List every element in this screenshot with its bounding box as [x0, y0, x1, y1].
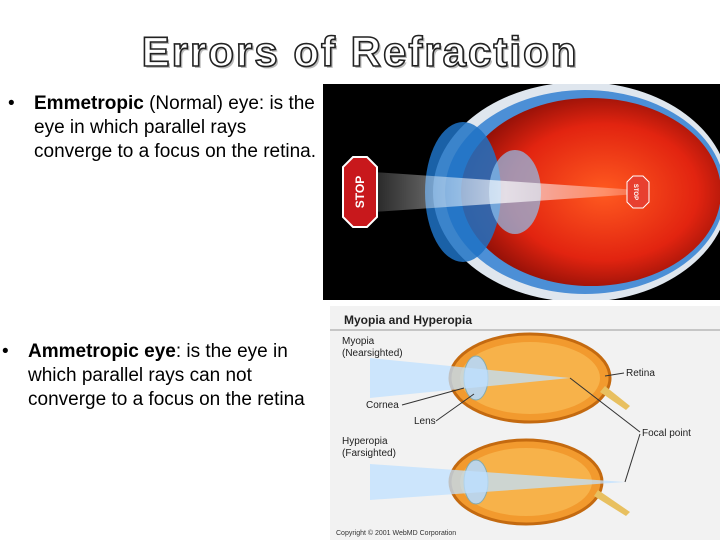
bullet-dot: •: [8, 93, 15, 114]
term-emmetropic: Emmetropic: [34, 93, 144, 114]
myopia-sublabel: (Nearsighted): [342, 348, 403, 359]
light-rays: [373, 172, 638, 212]
stop-sign-icon: [342, 156, 378, 228]
bullet-emmetropic: • Emmetropic (Normal) eye: is the eye in…: [8, 92, 324, 164]
hyperopia-label: Hyperopia: [342, 436, 388, 447]
hyperopia-sublabel: (Farsighted): [342, 448, 396, 459]
focal-leader-bottom: [624, 433, 641, 483]
lens-label: Lens: [414, 416, 436, 427]
definition-emmetropic: (Normal) eye: is the eye in which parall…: [34, 93, 317, 162]
lens-leader: [435, 393, 475, 422]
myopia-label: Myopia: [342, 336, 375, 347]
bullet-ammetropic: • Ammetropic eye: is the eye in which pa…: [2, 340, 318, 412]
slide-title: Errors of Refraction: [141, 27, 579, 76]
focal-leader-top: [569, 377, 641, 433]
retina-image-icon: [626, 175, 650, 209]
term-ammetropic: Ammetropic eye: [28, 341, 176, 362]
stop-sign-text: STOP: [353, 176, 367, 208]
eye-illustration: STOP STOP: [342, 82, 720, 302]
cornea-label: Cornea: [366, 400, 399, 411]
definition-ammetropic: : is the eye in which parallel rays can …: [28, 341, 305, 410]
hyperopia-optic-nerve: [594, 490, 630, 516]
myopia-hyperopia-image: Myopia and Hyperopia Myopia (Nearsighted…: [330, 306, 720, 540]
focal-point-label: Focal point: [642, 428, 691, 439]
emmetropic-eye-image: STOP STOP: [323, 82, 720, 302]
diagram: Myopia and Hyperopia Myopia (Nearsighted…: [330, 306, 720, 540]
copyright-text: Copyright © 2001 WebMD Corporation: [336, 529, 456, 537]
retina-image-text: STOP: [632, 184, 638, 200]
bullet-dot: •: [2, 341, 9, 362]
retina-leader: [604, 372, 625, 377]
retina-label: Retina: [626, 368, 655, 379]
hyperopia-rays: [370, 464, 625, 500]
diagram-header: Myopia and Hyperopia: [344, 313, 472, 327]
myopia-rays: [370, 358, 570, 398]
myopia-optic-nerve: [600, 386, 630, 410]
cornea-leader: [401, 387, 465, 406]
